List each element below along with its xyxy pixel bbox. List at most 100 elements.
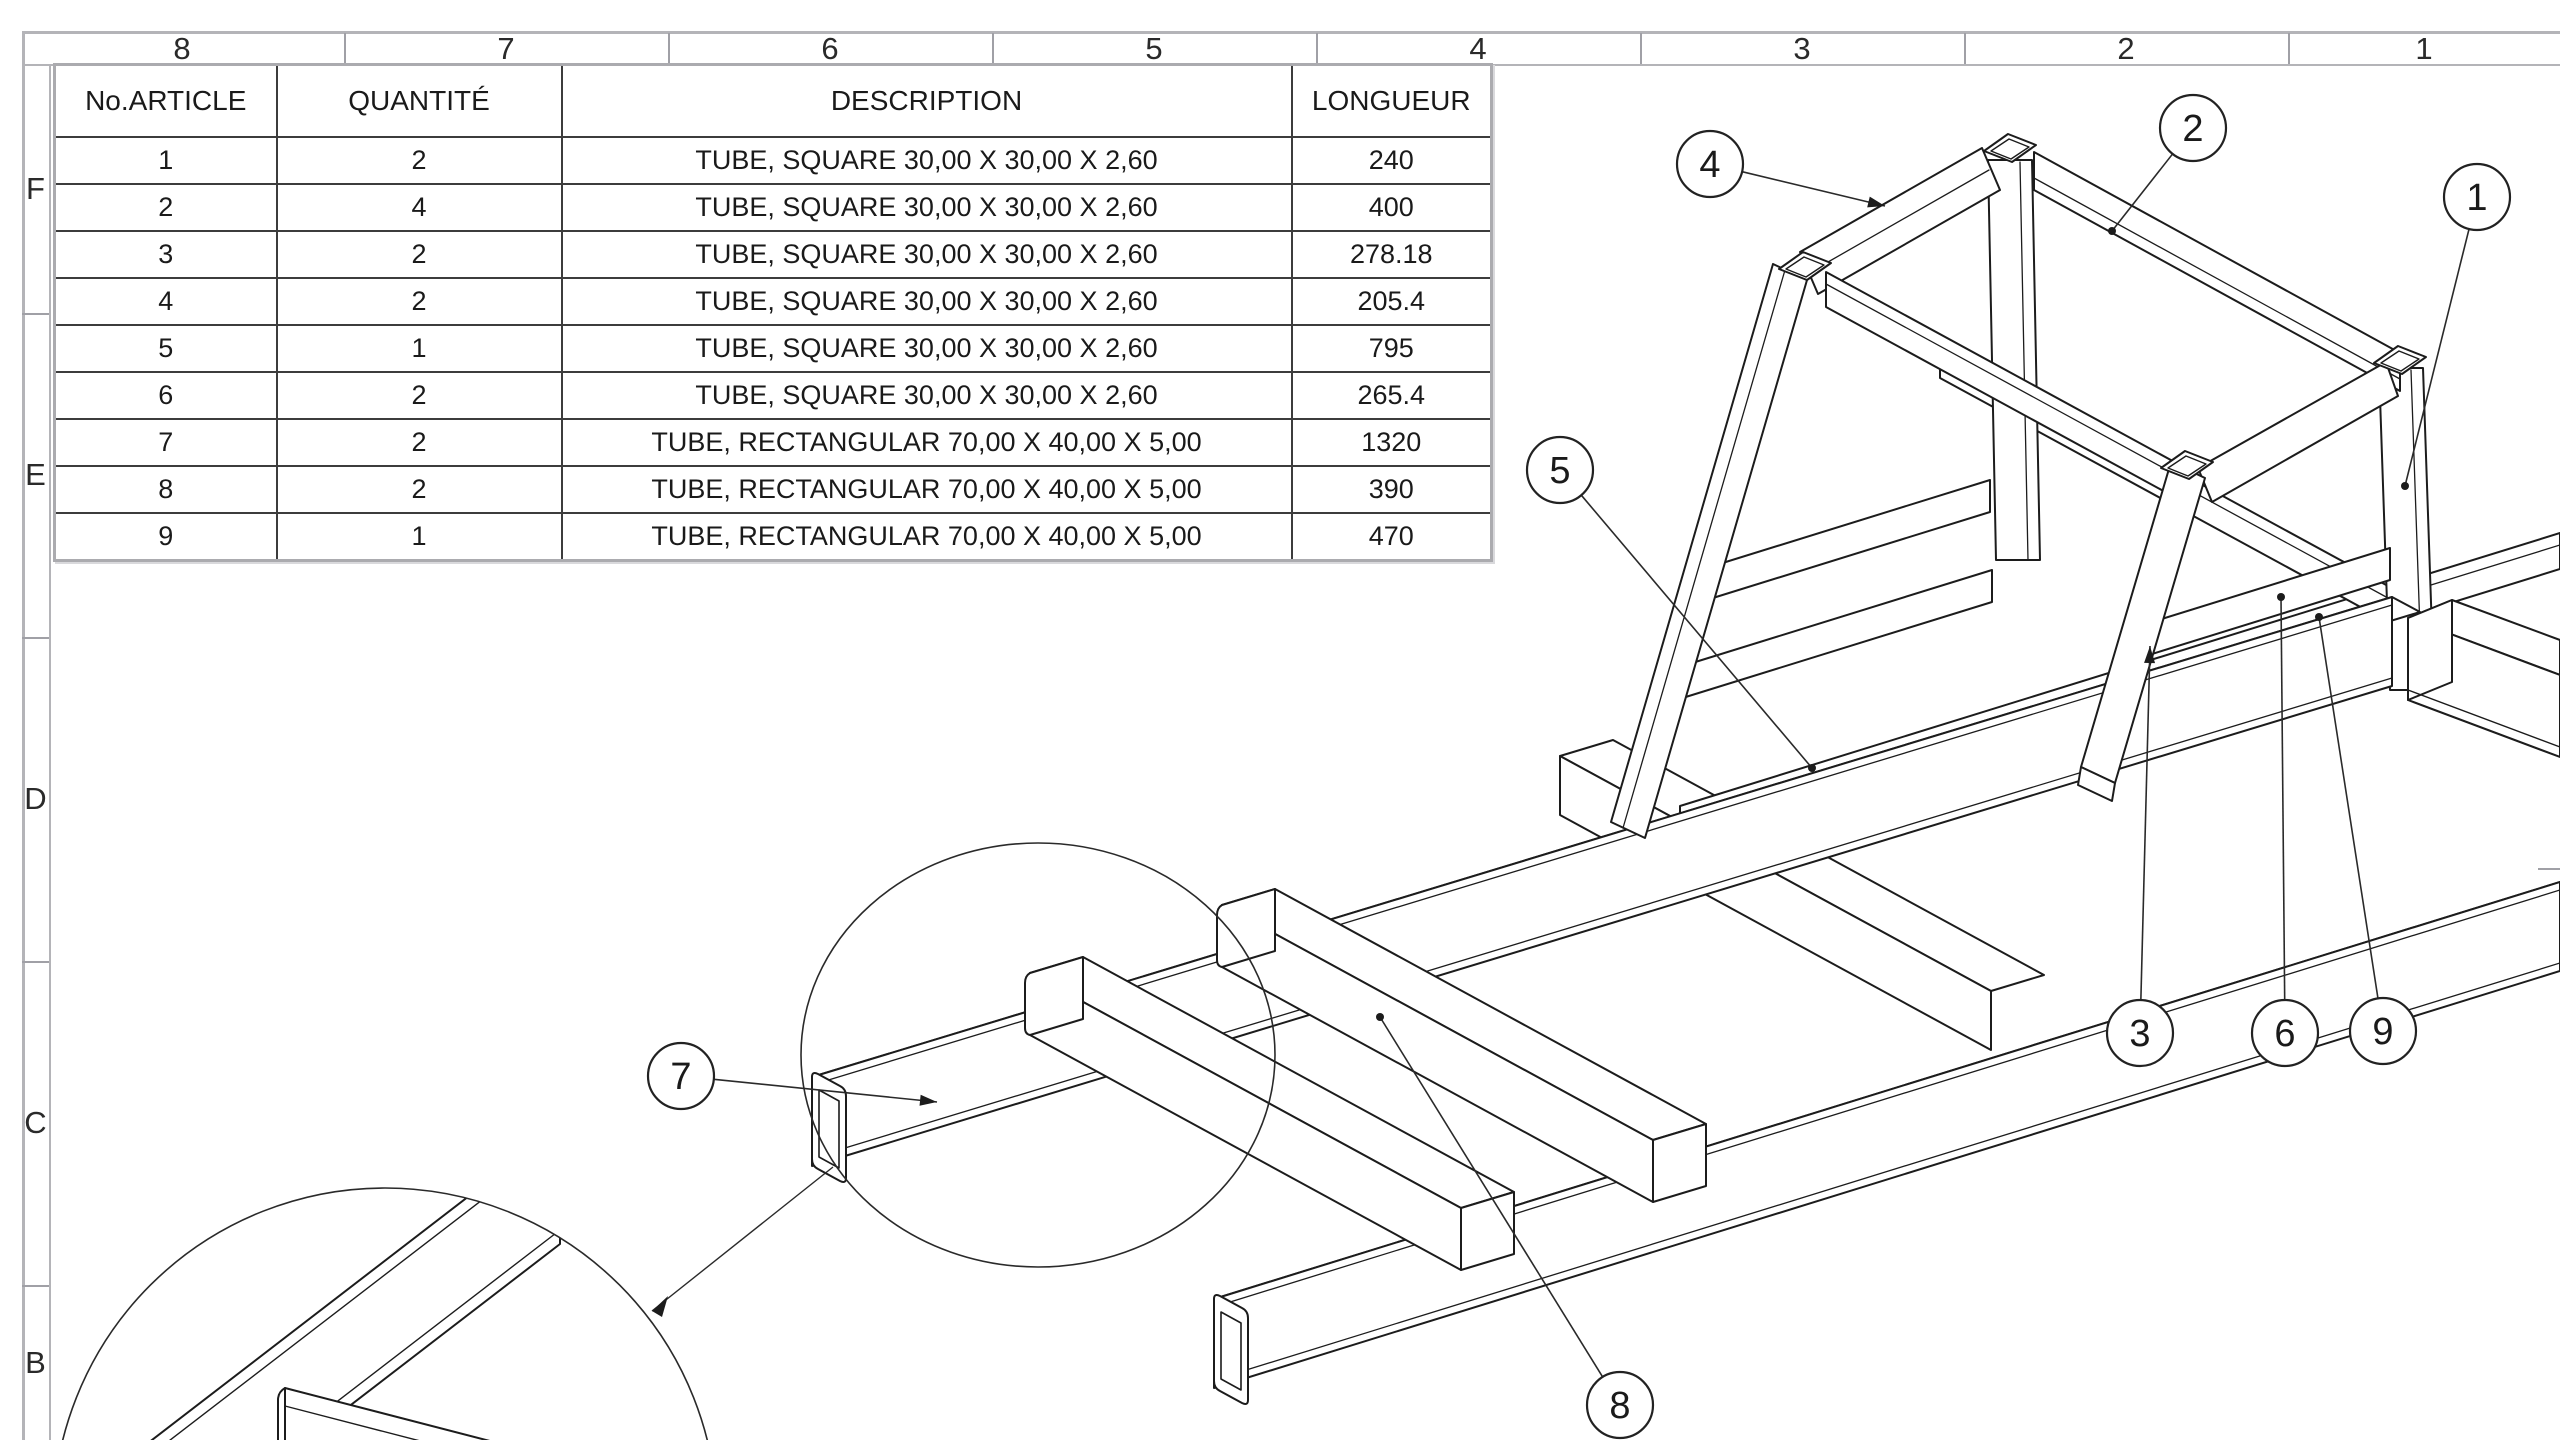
- top-cross-bar: [2034, 152, 2400, 391]
- ruler-row-C: C: [22, 961, 49, 1285]
- bom-cell: 5: [55, 325, 277, 372]
- ruler-column-5: 5: [992, 33, 1316, 64]
- ruler-column-7: 7: [344, 33, 668, 64]
- detail-connector-line: [652, 1167, 833, 1311]
- bom-cell: 3: [55, 231, 277, 278]
- bom-cell: 1: [55, 137, 277, 184]
- bom-cell: 2: [277, 137, 562, 184]
- bom-cell: 240: [1292, 137, 1492, 184]
- ruler-column-2: 2: [1964, 33, 2288, 64]
- bom-header-1: QUANTITÉ: [277, 65, 562, 138]
- leader-dot-icon: [2277, 593, 2285, 601]
- balloon-label-6: 6: [2274, 1013, 2295, 1055]
- table-row: 91TUBE, RECTANGULAR 70,00 X 40,00 X 5,00…: [55, 513, 1492, 561]
- leader-dot-icon: [2108, 227, 2116, 235]
- ruler-tick: [344, 33, 346, 64]
- ruler-tick: [22, 1285, 49, 1287]
- leader-dot-icon: [2315, 613, 2323, 621]
- bom-cell: 1320: [1292, 419, 1492, 466]
- bom-cell: 1: [277, 325, 562, 372]
- bom-table: No.ARTICLEQUANTITÉDESCRIPTIONLONGUEUR 12…: [53, 63, 1493, 562]
- angled-top-left: [1800, 148, 2000, 294]
- table-row: 24TUBE, SQUARE 30,00 X 30,00 X 2,60400: [55, 184, 1492, 231]
- bom-cell: 6: [55, 372, 277, 419]
- ruler-tick: [2288, 33, 2290, 64]
- bom-cell: TUBE, SQUARE 30,00 X 30,00 X 2,60: [562, 278, 1292, 325]
- balloon-label-9: 9: [2372, 1011, 2393, 1053]
- bom-cell: TUBE, SQUARE 30,00 X 30,00 X 2,60: [562, 231, 1292, 278]
- ruler-tick: [22, 961, 49, 963]
- ruler-row-E: E: [22, 313, 49, 637]
- ruler-row-B: B: [22, 1285, 49, 1440]
- balloon-label-8: 8: [1609, 1385, 1630, 1427]
- leader-dot-icon: [1376, 1013, 1384, 1021]
- table-row: 72TUBE, RECTANGULAR 70,00 X 40,00 X 5,00…: [55, 419, 1492, 466]
- bom-header-0: No.ARTICLE: [55, 65, 277, 138]
- bom-cell: TUBE, SQUARE 30,00 X 30,00 X 2,60: [562, 372, 1292, 419]
- bom-cell: 2: [55, 184, 277, 231]
- leader-dot-icon: [2401, 482, 2409, 490]
- bom-cell: TUBE, SQUARE 30,00 X 30,00 X 2,60: [562, 325, 1292, 372]
- ruler-column-3: 3: [1640, 33, 1964, 64]
- ruler-tick: [22, 637, 49, 639]
- balloon-label-3: 3: [2129, 1013, 2150, 1055]
- ruler-column-4: 4: [1316, 33, 1640, 64]
- border-tick-right: [2538, 868, 2560, 870]
- bom-cell: TUBE, RECTANGULAR 70,00 X 40,00 X 5,00: [562, 513, 1292, 561]
- bom-cell: TUBE, SQUARE 30,00 X 30,00 X 2,60: [562, 137, 1292, 184]
- table-row: 12TUBE, SQUARE 30,00 X 30,00 X 2,60240: [55, 137, 1492, 184]
- bom-cell: 2: [277, 466, 562, 513]
- bom-cell: 278.18: [1292, 231, 1492, 278]
- bom-cell: 470: [1292, 513, 1492, 561]
- bom-header-3: LONGUEUR: [1292, 65, 1492, 138]
- rear-beam: [2408, 600, 2560, 757]
- table-row: 82TUBE, RECTANGULAR 70,00 X 40,00 X 5,00…: [55, 466, 1492, 513]
- angled-top-right: [2198, 362, 2398, 502]
- table-row: 51TUBE, SQUARE 30,00 X 30,00 X 2,60795: [55, 325, 1492, 372]
- ruler-column-1: 1: [2288, 33, 2560, 64]
- ruler-row-D: D: [22, 637, 49, 961]
- table-row: 42TUBE, SQUARE 30,00 X 30,00 X 2,60205.4: [55, 278, 1492, 325]
- bom-cell: TUBE, RECTANGULAR 70,00 X 40,00 X 5,00: [562, 466, 1292, 513]
- ruler-tick: [22, 313, 49, 315]
- bom-cell: TUBE, SQUARE 30,00 X 30,00 X 2,60: [562, 184, 1292, 231]
- ruler-tick: [992, 33, 994, 64]
- balloon-label-5: 5: [1549, 450, 1570, 492]
- table-row: 32TUBE, SQUARE 30,00 X 30,00 X 2,60278.1…: [55, 231, 1492, 278]
- bom-cell: 2: [277, 278, 562, 325]
- bom-cell: TUBE, RECTANGULAR 70,00 X 40,00 X 5,00: [562, 419, 1292, 466]
- bom-header-row: No.ARTICLEQUANTITÉDESCRIPTIONLONGUEUR: [55, 65, 1492, 138]
- bom-header-2: DESCRIPTION: [562, 65, 1292, 138]
- balloon-label-7: 7: [670, 1056, 691, 1098]
- detail-view-bottom: [53, 1126, 833, 1440]
- table-row: 62TUBE, SQUARE 30,00 X 30,00 X 2,60265.4: [55, 372, 1492, 419]
- bom-cell: 8: [55, 466, 277, 513]
- bom-cell: 1: [277, 513, 562, 561]
- bom-cell: 400: [1292, 184, 1492, 231]
- bom-cell: 390: [1292, 466, 1492, 513]
- bom-cell: 4: [55, 278, 277, 325]
- ruler-tick: [1964, 33, 1966, 64]
- ruler-tick: [668, 33, 670, 64]
- bom-cell: 2: [277, 231, 562, 278]
- bom-cell: 4: [277, 184, 562, 231]
- leader-arrow-icon: [1867, 197, 1885, 208]
- ruler-column-6: 6: [668, 33, 992, 64]
- ruler-tick: [1316, 33, 1318, 64]
- rear-left-post: [1988, 160, 2040, 560]
- bom-cell: 7: [55, 419, 277, 466]
- ruler-tick: [1640, 33, 1642, 64]
- balloon-label-2: 2: [2182, 108, 2203, 150]
- bom-cell: 2: [277, 372, 562, 419]
- balloon-leader-4: [1742, 172, 1885, 206]
- bom-cell: 9: [55, 513, 277, 561]
- bom-cell: 795: [1292, 325, 1492, 372]
- balloon-label-4: 4: [1699, 144, 1720, 186]
- leader-dot-icon: [1808, 764, 1816, 772]
- bom-cell: 205.4: [1292, 278, 1492, 325]
- detail-connector-arrow-icon: [652, 1296, 668, 1317]
- ruler-row-F: F: [22, 64, 49, 313]
- ruler-column-8: 8: [20, 33, 344, 64]
- bom-cell: 2: [277, 419, 562, 466]
